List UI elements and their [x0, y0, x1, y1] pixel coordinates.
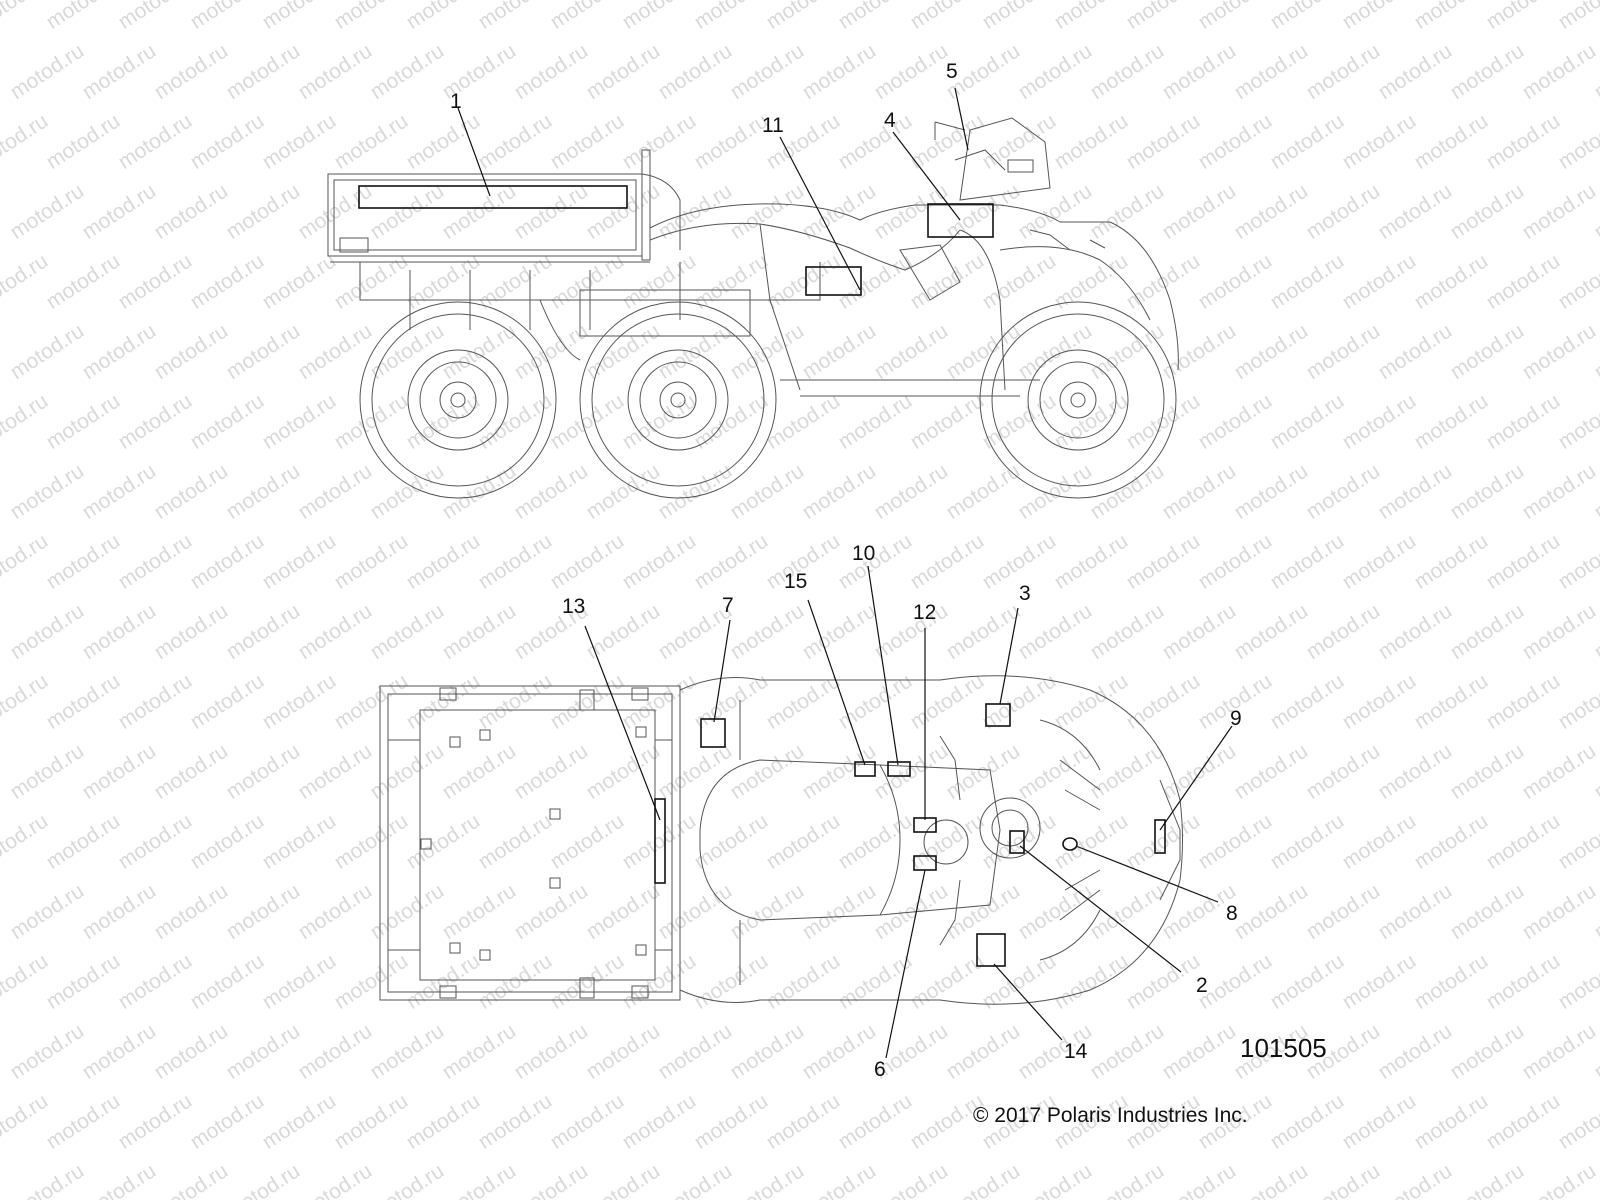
callout-15: 15 [784, 570, 807, 593]
decal-7 [700, 718, 726, 748]
callout-3: 3 [1019, 582, 1031, 605]
decal-15 [854, 761, 876, 777]
decal-13 [654, 798, 666, 884]
callout-8: 8 [1226, 902, 1238, 925]
decal-11 [805, 266, 862, 296]
callout-4: 4 [884, 109, 896, 132]
callout-labels: 1 11 4 5 13 7 15 10 12 3 9 8 2 14 6 [450, 60, 1242, 1081]
callout-10: 10 [852, 542, 875, 565]
decal-6 [913, 855, 937, 871]
callout-11: 11 [762, 114, 784, 137]
decal-4 [927, 203, 994, 238]
callout-12: 12 [913, 601, 936, 624]
copyright-notice: © 2017 Polaris Industries Inc. [973, 1104, 1248, 1127]
part-number: 101505 [1240, 1033, 1327, 1063]
decal-9 [1154, 819, 1166, 854]
decal-2 [1009, 830, 1025, 854]
callout-6: 6 [874, 1058, 886, 1081]
decal-8 [1062, 837, 1078, 851]
callout-13: 13 [562, 595, 585, 618]
decal-10 [887, 761, 911, 777]
callout-9: 9 [1230, 707, 1242, 730]
decal-14 [976, 933, 1006, 967]
callout-14: 14 [1064, 1040, 1088, 1063]
decal-1 [358, 185, 628, 209]
callout-7: 7 [722, 594, 734, 617]
top-view [379, 675, 1183, 1005]
callout-1: 1 [450, 90, 462, 113]
callout-5: 5 [946, 60, 958, 83]
leader-lines [457, 87, 1233, 1059]
decal-3 [985, 703, 1011, 727]
callout-2: 2 [1196, 974, 1208, 997]
side-view [327, 117, 1179, 499]
